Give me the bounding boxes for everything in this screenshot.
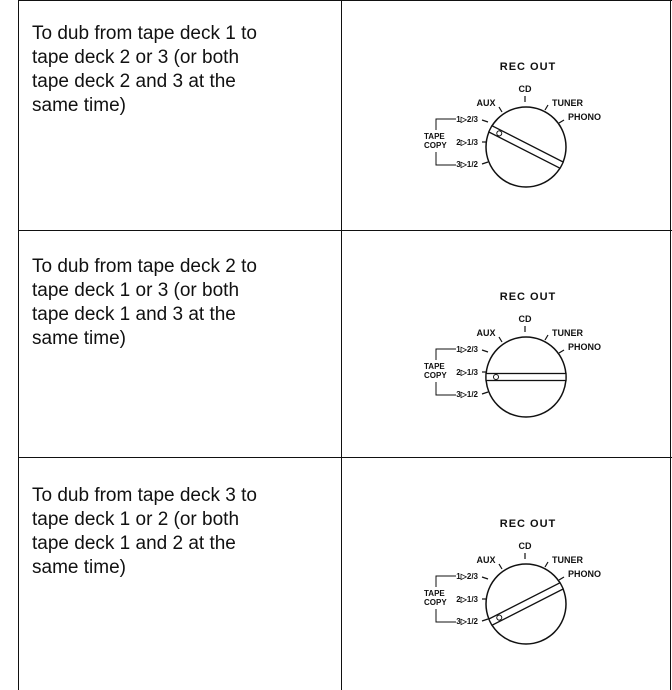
rec-out-dial-2: REC OUT AUX CD TUNER PHONO TAPE COPY 1▷2… (424, 291, 601, 418)
position-2-label: 2▷1/3 (456, 138, 478, 147)
tick-aux (498, 563, 503, 570)
tick-pos1 (481, 576, 489, 580)
bracket-top (435, 575, 456, 587)
cd-label: CD (519, 314, 532, 324)
bracket-bottom (435, 382, 456, 396)
knob-pointer-pos3 (487, 581, 565, 627)
tuner-label: TUNER (552, 98, 583, 108)
table-divider-2 (18, 457, 672, 458)
tape-copy-label-bottom: COPY (424, 598, 447, 607)
position-3-label: 3▷1/2 (456, 390, 478, 399)
tick-pos3 (481, 391, 489, 395)
instruction-table: To dub from tape deck 1 to tape deck 2 o… (18, 0, 672, 690)
position-2-label: 2▷1/3 (456, 368, 478, 377)
position-1-label: 1▷2/3 (456, 115, 478, 124)
tick-phono (558, 349, 565, 354)
table-border-left (18, 0, 19, 690)
rec-out-dial-1: REC OUT AUX CD TUNER PHONO TAPE COPY 1▷2… (424, 61, 601, 188)
position-3-label: 3▷1/2 (456, 617, 478, 626)
tick-aux (498, 106, 503, 113)
position-1-label: 1▷2/3 (456, 572, 478, 581)
bracket-top (435, 348, 456, 360)
table-column-divider (341, 0, 342, 690)
cd-label: CD (519, 84, 532, 94)
aux-label: AUX (476, 555, 495, 565)
rec-out-dial-3: REC OUT AUX CD TUNER PHONO TAPE COPY 1▷2… (424, 518, 601, 645)
aux-label: AUX (476, 328, 495, 338)
phono-label: PHONO (568, 112, 601, 122)
table-border-top (18, 0, 672, 1)
tape-copy-label-top: TAPE (424, 589, 445, 598)
tuner-label: TUNER (552, 555, 583, 565)
bracket-top (435, 118, 456, 130)
rec-out-dial-row-1: REC OUT AUX CD TUNER PHONO TAPE COPY 1▷2… (378, 10, 672, 230)
tape-copy-label-bottom: COPY (424, 371, 447, 380)
tick-pos3 (481, 161, 489, 165)
rec-out-dial-row-2: REC OUT AUX CD TUNER PHONO TAPE COPY 1▷2… (378, 240, 672, 460)
tick-aux (498, 336, 503, 343)
knob-pointer-pos1 (487, 124, 565, 170)
rec-out-dial-row-3: REC OUT AUX CD TUNER PHONO TAPE COPY 1▷2… (378, 467, 672, 687)
row-1-description: To dub from tape deck 1 to tape deck 2 o… (32, 23, 257, 116)
rec-out-title: REC OUT (500, 61, 557, 73)
tick-pos1 (481, 349, 489, 353)
position-3-label: 3▷1/2 (456, 160, 478, 169)
tick-phono (558, 576, 565, 581)
tape-copy-label-top: TAPE (424, 362, 445, 371)
position-1-label: 1▷2/3 (456, 345, 478, 354)
phono-label: PHONO (568, 342, 601, 352)
tape-copy-label-bottom: COPY (424, 141, 447, 150)
tick-tuner (544, 104, 549, 111)
tick-tuner (544, 334, 549, 341)
rec-out-title: REC OUT (500, 291, 557, 303)
cd-label: CD (519, 541, 532, 551)
position-2-label: 2▷1/3 (456, 595, 478, 604)
aux-label: AUX (476, 98, 495, 108)
tick-pos1 (481, 119, 489, 123)
tick-pos3 (481, 618, 489, 622)
table-border-right (670, 0, 671, 690)
tuner-label: TUNER (552, 328, 583, 338)
row-3-description: To dub from tape deck 3 to tape deck 1 o… (32, 485, 257, 578)
bracket-bottom (435, 609, 456, 623)
bracket-bottom (435, 152, 456, 166)
rec-out-title: REC OUT (500, 518, 557, 530)
phono-label: PHONO (568, 569, 601, 579)
tick-tuner (544, 561, 549, 568)
row-2-description: To dub from tape deck 2 to tape deck 1 o… (32, 256, 257, 349)
table-divider-1 (18, 230, 672, 231)
tick-phono (558, 119, 565, 124)
tape-copy-label-top: TAPE (424, 132, 445, 141)
knob-pointer-pos2 (485, 372, 567, 382)
